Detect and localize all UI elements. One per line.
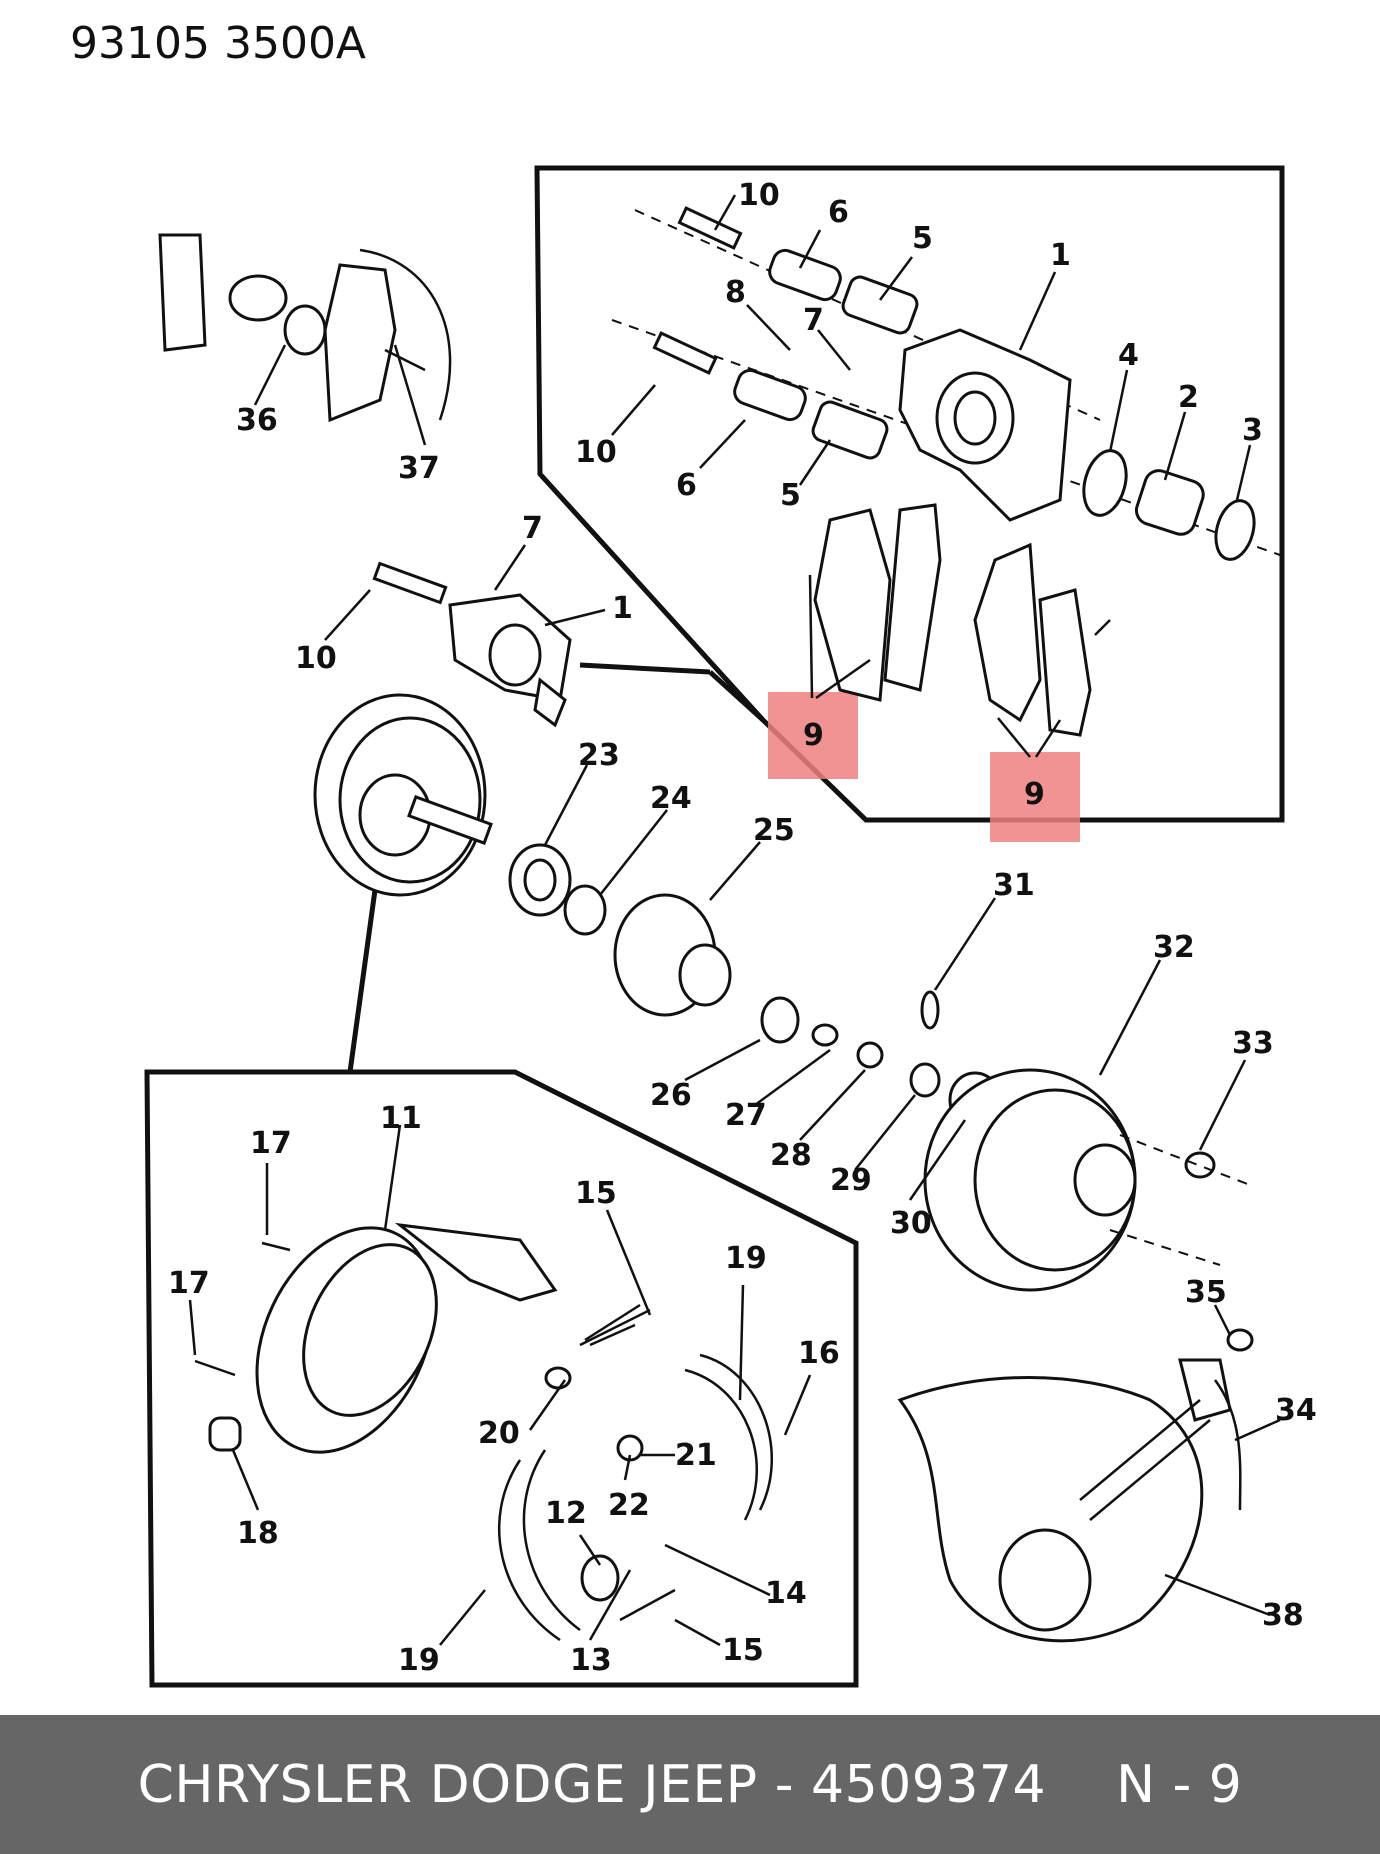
label-8: 8 <box>725 275 746 310</box>
label-23: 23 <box>578 738 620 773</box>
footer-bar: CHRYSLER DODGE JEEP - 4509374 N - 9 <box>0 1715 1380 1854</box>
drum-brake-inset-frame <box>144 1069 859 1688</box>
label-33: 33 <box>1232 1026 1274 1061</box>
label-16: 16 <box>798 1336 840 1371</box>
label-37: 37 <box>398 451 440 486</box>
label-4: 4 <box>1118 338 1139 373</box>
label-15b: 15 <box>722 1633 764 1668</box>
label-10: 10 <box>295 641 337 676</box>
label-17a: 17 <box>250 1126 292 1161</box>
label-3: 3 <box>1242 413 1263 448</box>
label-19b: 19 <box>398 1643 440 1678</box>
label-34: 34 <box>1275 1393 1317 1428</box>
label-32: 32 <box>1153 930 1195 965</box>
label-31: 31 <box>993 868 1035 903</box>
label-9a: 9 <box>803 718 824 753</box>
label-10a: 10 <box>738 178 780 213</box>
label-10b: 10 <box>575 435 617 470</box>
label-11: 11 <box>380 1101 422 1136</box>
label-12: 12 <box>545 1496 587 1531</box>
dust-shield-assembly <box>897 1328 1254 1643</box>
hub-rotor-assembly <box>313 561 1251 1292</box>
drum-brake-parts <box>194 1222 774 1642</box>
exploded-brake-diagram: 93105 3500A <box>70 18 1317 1688</box>
label-36: 36 <box>236 403 278 438</box>
label-13: 13 <box>570 1643 612 1678</box>
label-5a: 5 <box>912 221 933 256</box>
label-17b: 17 <box>168 1266 210 1301</box>
label-28: 28 <box>770 1138 812 1173</box>
label-15a: 15 <box>575 1176 617 1211</box>
label-7a: 7 <box>803 303 824 338</box>
label-14: 14 <box>765 1576 807 1611</box>
label-38: 38 <box>1262 1598 1304 1633</box>
footer-title: CHRYSLER DODGE JEEP - 4509374 <box>137 1754 1047 1815</box>
label-6a: 6 <box>828 195 849 230</box>
label-24: 24 <box>650 781 692 816</box>
label-35: 35 <box>1185 1275 1227 1310</box>
label-25: 25 <box>753 813 795 848</box>
caliper-leaders <box>611 194 1252 758</box>
label-30: 30 <box>890 1206 932 1241</box>
label-9b: 9 <box>1024 777 1045 812</box>
label-29: 29 <box>830 1163 872 1198</box>
label-1a: 1 <box>1050 238 1071 273</box>
label-22: 22 <box>608 1488 650 1523</box>
label-26: 26 <box>650 1078 692 1113</box>
footer-ref: N - 9 <box>1116 1754 1243 1815</box>
label-20: 20 <box>478 1416 520 1451</box>
label-2: 2 <box>1178 380 1199 415</box>
label-18: 18 <box>237 1516 279 1551</box>
label-1: 1 <box>612 591 633 626</box>
caliper-assembly <box>611 206 1281 737</box>
label-19a: 19 <box>725 1241 767 1276</box>
label-5b: 5 <box>780 478 801 513</box>
caliper-inset-frame <box>534 165 1285 823</box>
knuckle-assembly <box>158 233 452 423</box>
header-code: 93105 3500A <box>70 18 366 69</box>
highlight-9-left <box>768 692 858 779</box>
highlight-9-right <box>990 752 1080 842</box>
label-21: 21 <box>675 1438 717 1473</box>
label-6b: 6 <box>676 468 697 503</box>
label-7: 7 <box>522 511 543 546</box>
label-27: 27 <box>725 1098 767 1133</box>
